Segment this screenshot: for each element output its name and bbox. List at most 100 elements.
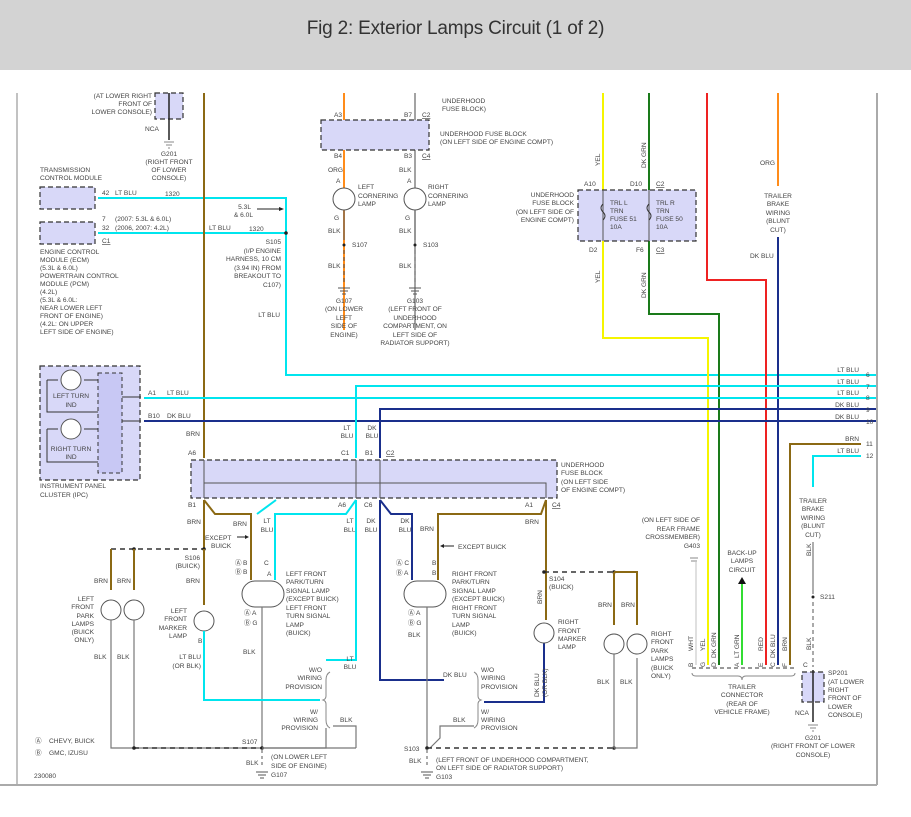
tcm-circuit: 1320 xyxy=(165,191,180,198)
dk-grn-label-top: DK GRN xyxy=(641,142,648,168)
pin-b-marker: B xyxy=(198,638,203,645)
pin-a-lt: A xyxy=(267,571,272,578)
s103-label: S103 xyxy=(404,746,420,753)
svg-text:DK GRN: DK GRN xyxy=(711,632,718,658)
wire-tcm-lt-blu xyxy=(98,197,876,376)
legend-b-text: GMC, IZUSU xyxy=(49,750,88,757)
offpage-wire: DK BLU xyxy=(835,402,859,409)
brn-left: BRN xyxy=(187,519,201,526)
ground-symbol-icon xyxy=(421,771,433,779)
wire-brn-11 xyxy=(789,443,861,665)
ecm-connector: C1 xyxy=(102,238,111,245)
right-marker-wire-label: DK BLU(OR BLK) xyxy=(534,668,549,697)
s107-splice-label: S107 xyxy=(352,242,368,249)
svg-text:B: B xyxy=(688,662,695,667)
dk-blu-label-trailer: DK BLU xyxy=(750,253,774,260)
svg-text:E: E xyxy=(758,662,765,667)
offpage-ref: 8 xyxy=(866,395,870,402)
pin-g-rt-ground: Ⓑ G xyxy=(408,619,422,627)
right-front-marker-lamp-icon xyxy=(533,622,555,644)
svg-text:BRN: BRN xyxy=(782,637,789,651)
ground-wire-right: BLK xyxy=(399,228,412,235)
legend-a-circle: Ⓐ xyxy=(235,559,242,567)
right-front-park-lamp-1-icon xyxy=(603,633,625,655)
brn-left-2: BRN xyxy=(233,521,247,528)
right-turn-indicator-icon xyxy=(60,418,82,440)
arrow-left-icon xyxy=(440,544,454,548)
pin-d10: D10 xyxy=(630,181,642,188)
pin-c4: C4 xyxy=(422,153,431,160)
ground-symbol-icon xyxy=(690,557,698,562)
brn-park-1: BRN xyxy=(94,578,108,585)
g103-label: (LEFT FRONT OF UNDERHOOD COMPARTMENT,ON … xyxy=(436,757,589,781)
pin-a1-bottom: A1 xyxy=(525,502,533,509)
ecm-circuit: 1320 xyxy=(249,226,264,233)
left-front-marker-lamp-icon xyxy=(193,610,215,632)
svg-text:F: F xyxy=(782,663,789,667)
ground-symbol-icon xyxy=(409,287,421,295)
svg-text:WHT: WHT xyxy=(688,636,695,651)
pin-c2-trailer: C2 xyxy=(656,181,665,188)
fuse-51-icon xyxy=(600,203,606,221)
pin-a-lt-ground: Ⓐ A xyxy=(244,609,257,617)
legend-b-circle: Ⓑ xyxy=(235,568,242,576)
s107-label: S107 xyxy=(242,739,258,746)
tcm-wire-label: LT BLU xyxy=(115,190,137,197)
brn-marker: BRN xyxy=(186,578,200,585)
offpage-ref: 10 xyxy=(866,419,874,426)
blk-provision-right: BLK xyxy=(453,717,466,724)
blk-trailer-brake: BLK xyxy=(806,543,813,556)
blk-g103: BLK xyxy=(409,758,422,765)
offpage-ref: 11 xyxy=(866,441,873,448)
offpage-ref: 9 xyxy=(866,407,870,414)
pin-a-left: A xyxy=(336,178,341,185)
blk-lt-turn: BLK xyxy=(243,649,256,656)
s105-engine-note: 5.3L& 6.0L xyxy=(234,204,253,219)
offpage-wire: LT BLU xyxy=(837,390,859,397)
pin-f6: F6 xyxy=(636,247,644,254)
wire-red xyxy=(706,93,767,665)
pin-b3: B3 xyxy=(404,153,412,160)
pin-c1-top: C1 xyxy=(341,450,350,457)
legend-a-rt: Ⓐ C xyxy=(396,559,409,567)
brn-rt: BRN xyxy=(420,526,434,533)
underhood-fuse-block-trailer xyxy=(577,189,697,242)
pin-b-lt-b: B xyxy=(243,569,248,576)
offpage-wire: LT BLU xyxy=(837,367,859,374)
fuse-50-icon xyxy=(646,203,652,221)
ecm-pin-notes: (2007: 5.3L & 6.0L)(2006, 2007: 4.2L) xyxy=(115,216,171,232)
offpage-ref: 6 xyxy=(866,372,870,379)
brn-park-2: BRN xyxy=(117,578,131,585)
offpage-ref: 12 xyxy=(866,453,874,460)
yel-label-top: YEL xyxy=(595,153,602,166)
left-cornering-lamp-icon xyxy=(332,187,356,211)
offpage-wire: DK BLU xyxy=(835,414,859,421)
offpage-ref: 7 xyxy=(866,384,870,391)
left-front-park-lamp-2-icon xyxy=(123,599,145,621)
blk-trailer-brake-2: BLK xyxy=(806,637,813,650)
pin-b-rt-1: B xyxy=(432,560,437,567)
svg-text:A: A xyxy=(734,662,741,667)
arrow-up-icon xyxy=(738,577,746,584)
ipc-b10-wire-label: DK BLU xyxy=(167,413,191,420)
ecm-module xyxy=(39,221,96,245)
blk-g107: BLK xyxy=(246,760,259,767)
